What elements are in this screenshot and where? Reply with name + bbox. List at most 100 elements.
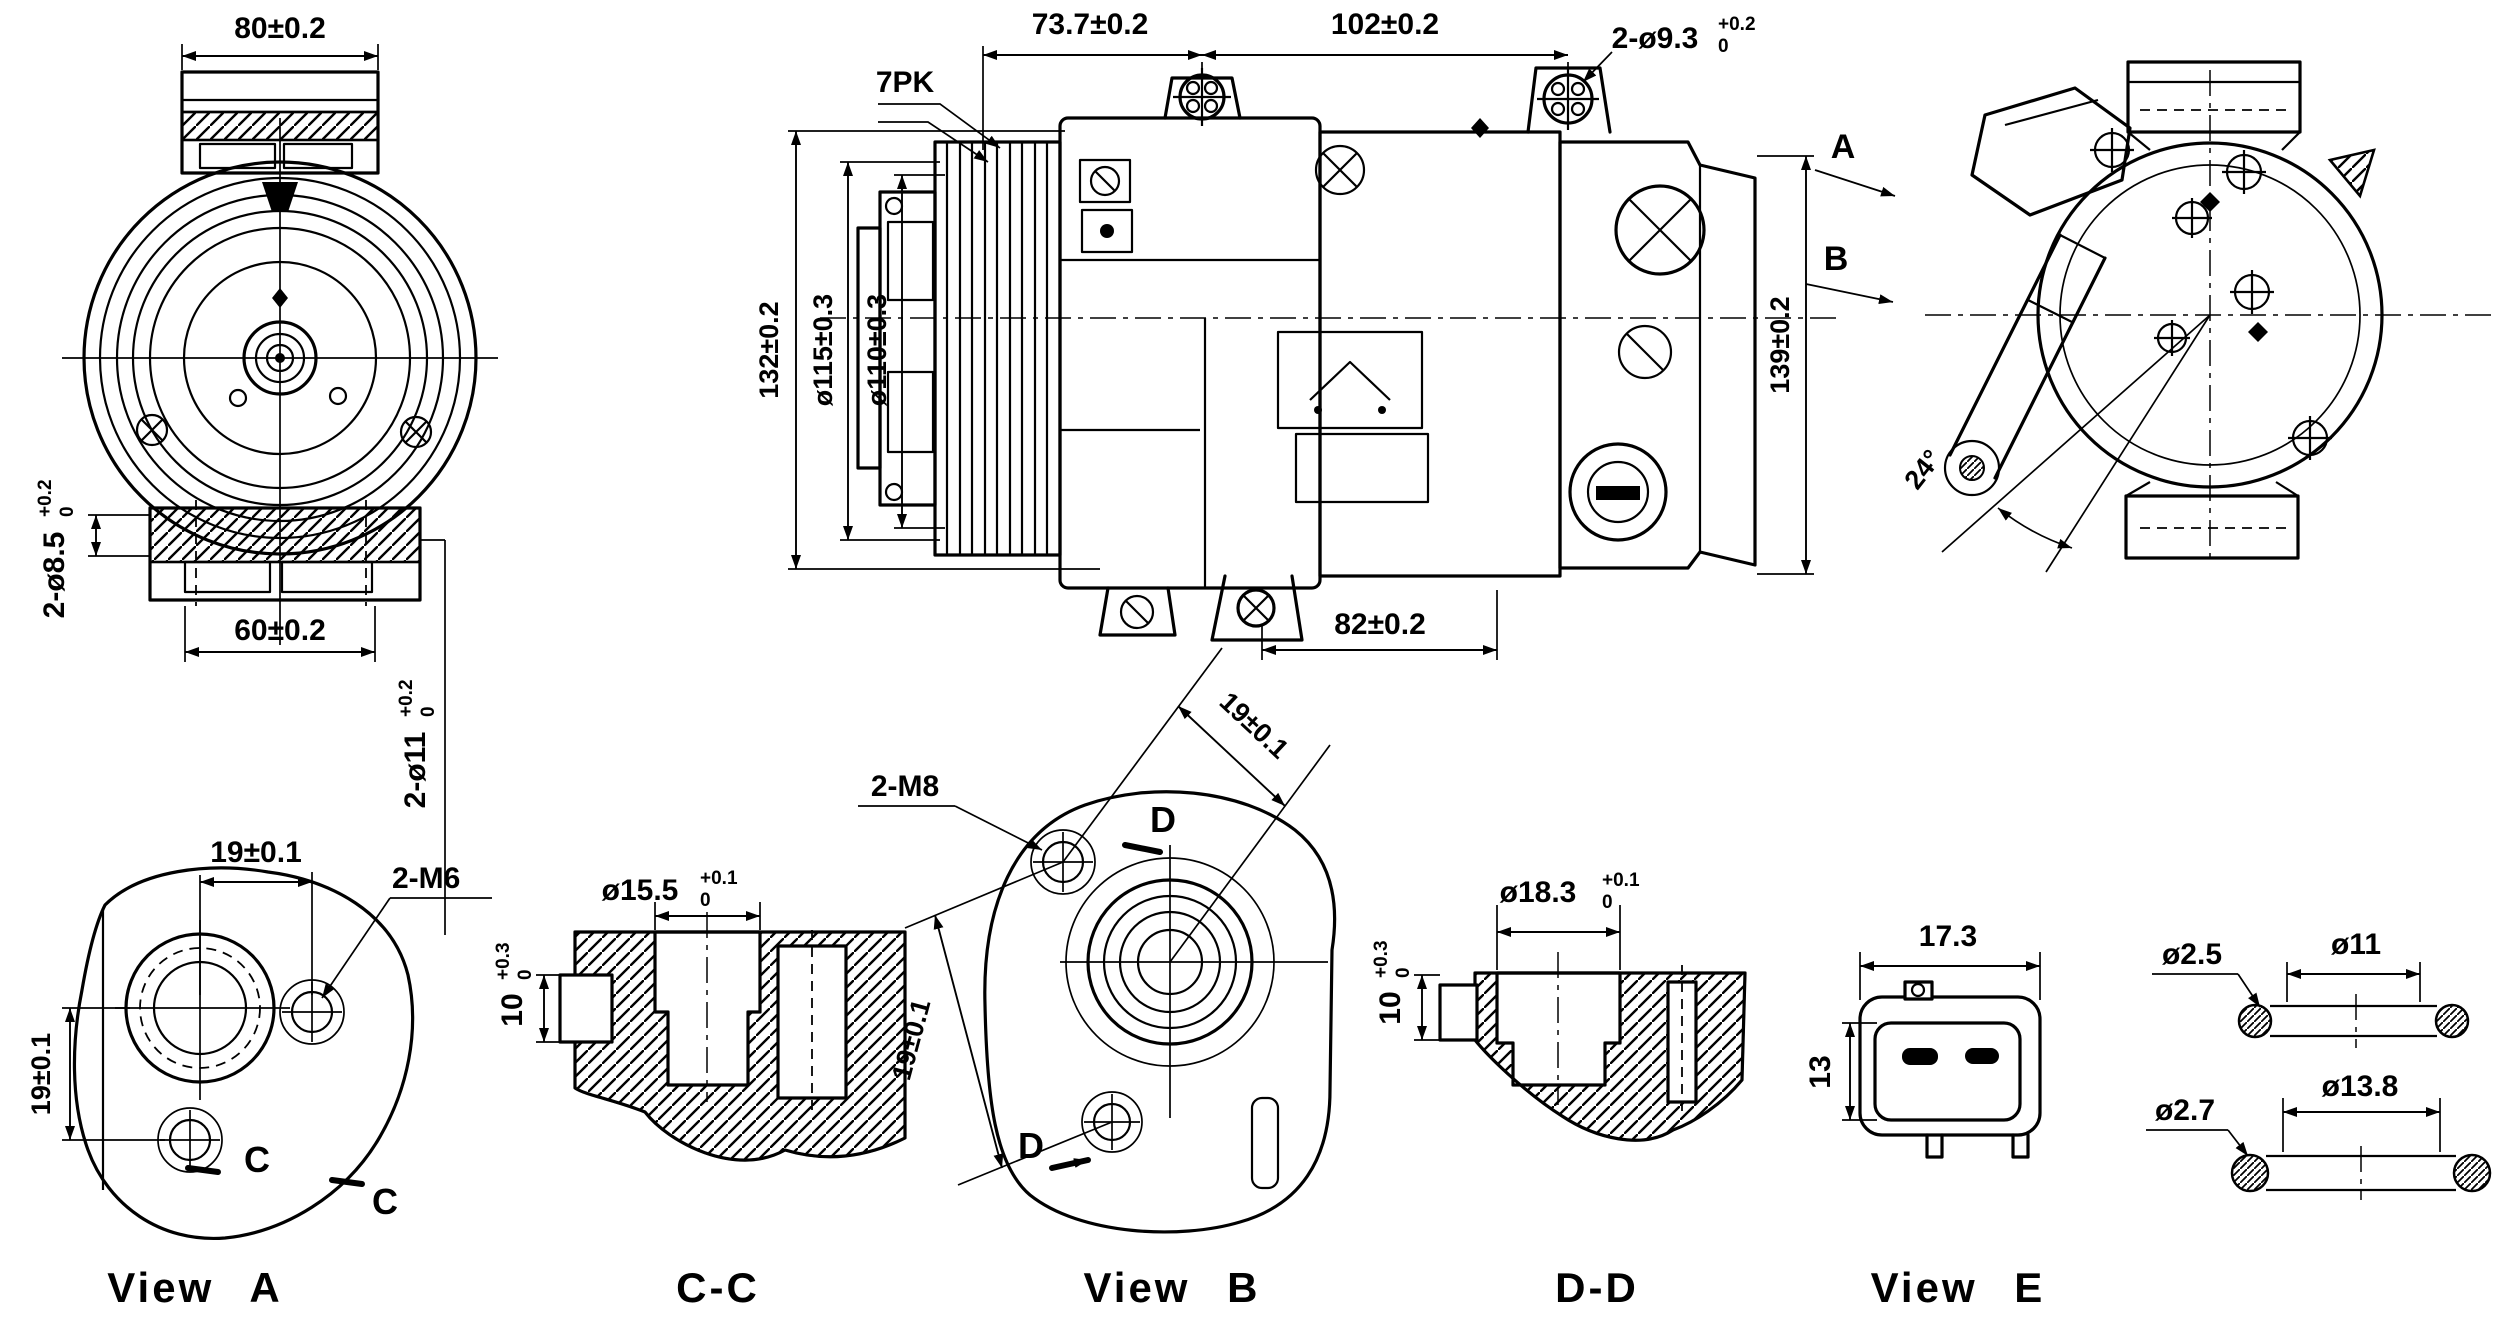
view-b: 2-M8 19±0.1 19±0.1 D D View B	[858, 647, 1337, 1311]
side-holes-top-tol-top: +0.2	[1718, 14, 1756, 35]
cc-bore-tol-top: +0.1	[700, 868, 738, 889]
connector-pin-slot-right	[1965, 1048, 1999, 1064]
dim-dd-bore: ø18.3 +0.1 0	[1496, 870, 1640, 970]
cc-depth-label: 10	[496, 993, 529, 1026]
view-e-dim-width-label: 17.3	[1919, 920, 1977, 953]
dim-front-top: 80±0.2	[181, 12, 379, 70]
dim-side-top: 73.7±0.2 102±0.2	[982, 8, 1569, 150]
dim-cc-depth: 10 +0.3 0	[493, 942, 560, 1043]
dim-rear-angle: 24°	[1899, 314, 2211, 573]
view-e-caption: View E	[1871, 1264, 2046, 1311]
rear-angle-label: 24°	[1899, 444, 1948, 495]
dim-side-right: 139±0.2	[1757, 155, 1814, 575]
dim-oring-small-cs: ø2.5	[2152, 938, 2261, 1008]
side-dim-height-label: 132±0.2	[754, 301, 784, 398]
dim-front-bottom: 60±0.2	[184, 606, 376, 662]
dim-view-a-top: 19±0.1	[199, 836, 313, 995]
view-direction-arrows: A B	[1805, 128, 1896, 305]
belt-label: 7PK	[876, 66, 935, 99]
section-c-marker-1: C	[244, 1139, 270, 1180]
view-a-caption: View A	[107, 1264, 282, 1311]
view-b-caption: View B	[1084, 1264, 1261, 1311]
view-a: 19±0.1 2-M6 19±0.1 C C View A	[26, 836, 492, 1311]
view-a-thread-label: 2-M6	[392, 862, 460, 895]
front-pulley	[62, 118, 498, 645]
view-a-port-hole-bottom	[157, 1107, 223, 1173]
side-bottom-lugs	[1098, 574, 1304, 642]
front-view: 80±0.2	[35, 12, 498, 935]
side-dim-pulley-groove-label: ø110±0.3	[862, 294, 892, 406]
section-d-marker-2: D	[1018, 1125, 1044, 1166]
section-cc: ø15.5 +0.1 0 10 +0.3 0 C-C	[493, 868, 907, 1311]
dim-side-holes-top: 2-ø9.3 +0.2 0	[1582, 14, 1756, 83]
front-bolt-right	[399, 415, 433, 449]
dd-depth-label: 10	[1374, 991, 1407, 1024]
side-holes-top-tol-bottom: 0	[1718, 36, 1729, 57]
oring-small-od-label: ø11	[2331, 928, 2381, 961]
dd-bore-label: ø18.3	[1500, 876, 1577, 909]
connector-latch-tab	[1903, 980, 1934, 1001]
side-dim-rear-height-label: 139±0.2	[1765, 296, 1795, 393]
side-holes-top-label: 2-ø9.3	[1612, 22, 1699, 55]
section-d-marker-1: D	[1150, 799, 1176, 840]
dim-view-e-width: 17.3	[1859, 920, 2041, 1000]
side-dim-body-label: 102±0.2	[1331, 8, 1439, 41]
oring-small-cs-label: ø2.5	[2162, 938, 2222, 971]
dim-side-bottom: 82±0.2	[1261, 590, 1498, 660]
view-a-thread-callout: 2-M6	[321, 862, 492, 999]
side-dim-pulley-od-label: ø115±0.3	[808, 294, 838, 406]
view-b-dim-ne-label: 19±0.1	[1214, 686, 1295, 764]
dim-front-holes-large: 2-ø11 +0.2 0	[396, 539, 446, 935]
oring-large: ø13.8 ø2.7	[2146, 1070, 2492, 1200]
view-a-section-line: C C	[185, 1139, 398, 1222]
oring-large-od-label: ø13.8	[2322, 1070, 2399, 1103]
side-top-lug-left	[1163, 68, 1242, 126]
arrow-a-label: A	[1831, 128, 1856, 166]
dim-view-a-left: 19±0.1	[26, 1007, 165, 1141]
dim-oring-large-od: ø13.8	[2282, 1070, 2441, 1152]
dim-dd-depth: 10 +0.3 0	[1371, 940, 1440, 1041]
belt-alignment-mark	[262, 182, 298, 212]
front-holes-small-label: 2-ø8.5	[38, 532, 71, 619]
cc-bore-tol-bottom: 0	[700, 890, 711, 911]
rear-top-block	[2126, 60, 2302, 151]
front-holes-large-label: 2-ø11	[399, 732, 432, 809]
front-bottom-mount	[148, 500, 422, 606]
cc-bore-label: ø15.5	[602, 874, 679, 907]
side-dim-bottom-label: 82±0.2	[1334, 608, 1426, 641]
view-e: 17.3 13 View E	[1804, 920, 2046, 1311]
view-b-thread-label: 2-M8	[871, 770, 939, 803]
oring-small: ø11 ø2.5	[2152, 928, 2470, 1048]
section-dd: ø18.3 +0.1 0 10 +0.3 0 D-D	[1371, 870, 1747, 1311]
dd-depth-tol-bottom: 0	[1393, 967, 1414, 978]
cc-caption: C-C	[676, 1264, 760, 1311]
section-c-marker-2: C	[372, 1181, 398, 1222]
front-holes-small-tol-top: +0.2	[35, 479, 56, 517]
dim-oring-large-cs: ø2.7	[2146, 1094, 2249, 1157]
front-holes-small-tol-bottom: 0	[57, 506, 78, 517]
side-top-lug-right	[1526, 66, 1612, 134]
view-b-thread-callout: 2-M8	[858, 770, 1043, 851]
view-a-dim-left-label: 19±0.1	[26, 1033, 56, 1115]
oring-large-cs-label: ø2.7	[2155, 1094, 2215, 1127]
view-b-section-line: D D	[1018, 799, 1176, 1171]
connector-pin-slot-left	[1902, 1048, 1938, 1065]
dd-bore-tol-bottom: 0	[1602, 892, 1613, 913]
view-e-dim-height-label: 13	[1804, 1055, 1837, 1088]
dim-oring-small-od: ø11	[2286, 928, 2421, 1002]
front-top-block	[180, 70, 380, 175]
front-holes-large-tol-bottom: 0	[418, 706, 439, 717]
side-body	[1058, 116, 1757, 590]
cc-depth-tol-bottom: 0	[515, 969, 536, 980]
side-view: 7PK 73.7±0.2 102±0.2 2-ø9.3 +0.2 0 132±0…	[754, 8, 1840, 660]
dim-view-e-height: 13	[1804, 1022, 1877, 1121]
dim-front-holes-small: 2-ø8.5 +0.2 0	[35, 479, 150, 618]
dim-side-left: 132±0.2 ø115±0.3 ø110±0.3	[754, 130, 1100, 570]
front-dim-top-label: 80±0.2	[234, 12, 326, 45]
front-bolt-left	[135, 413, 169, 447]
side-dim-clutch-label: 73.7±0.2	[1032, 8, 1149, 41]
front-holes-large-tol-top: +0.2	[396, 679, 417, 717]
rear-bolts	[2090, 128, 2332, 460]
cc-depth-tol-top: +0.3	[493, 942, 514, 980]
rear-bracket-and-tube	[1943, 86, 2376, 497]
